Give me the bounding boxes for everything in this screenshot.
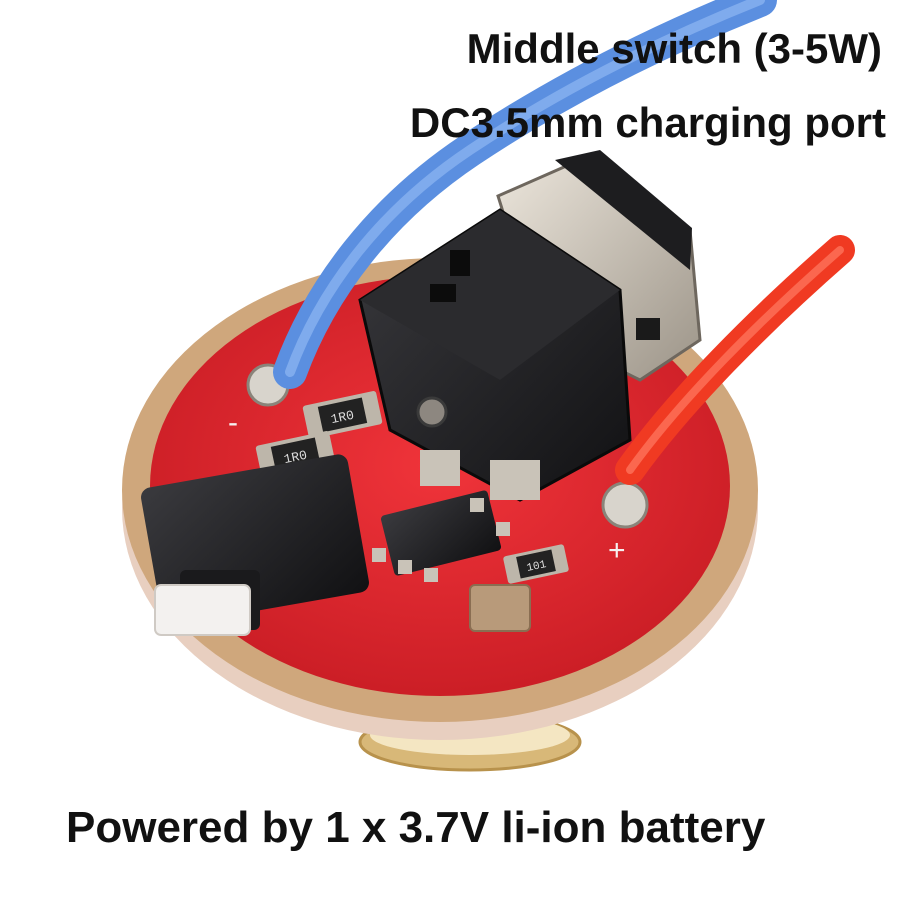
positive-pad [601,481,649,529]
svg-text:1R0: 1R0 [330,408,356,428]
svg-text:101: 101 [526,559,548,575]
charging-port-caption: DC3.5mm charging port [409,99,886,146]
capacitor [469,584,531,632]
resistor-101: 101 [503,544,569,584]
switch-caption: Middle switch (3-5W) [466,25,882,72]
positive-marking: + [608,534,626,567]
negative-marking: - [228,406,238,439]
dc-charging-jack [358,150,702,502]
ic-chip [372,490,510,582]
battery-caption: Powered by 1 x 3.7V li-ion battery [66,803,766,852]
tactile-switch [141,454,369,636]
resistor-1r0-a: 1R0 [302,391,383,439]
